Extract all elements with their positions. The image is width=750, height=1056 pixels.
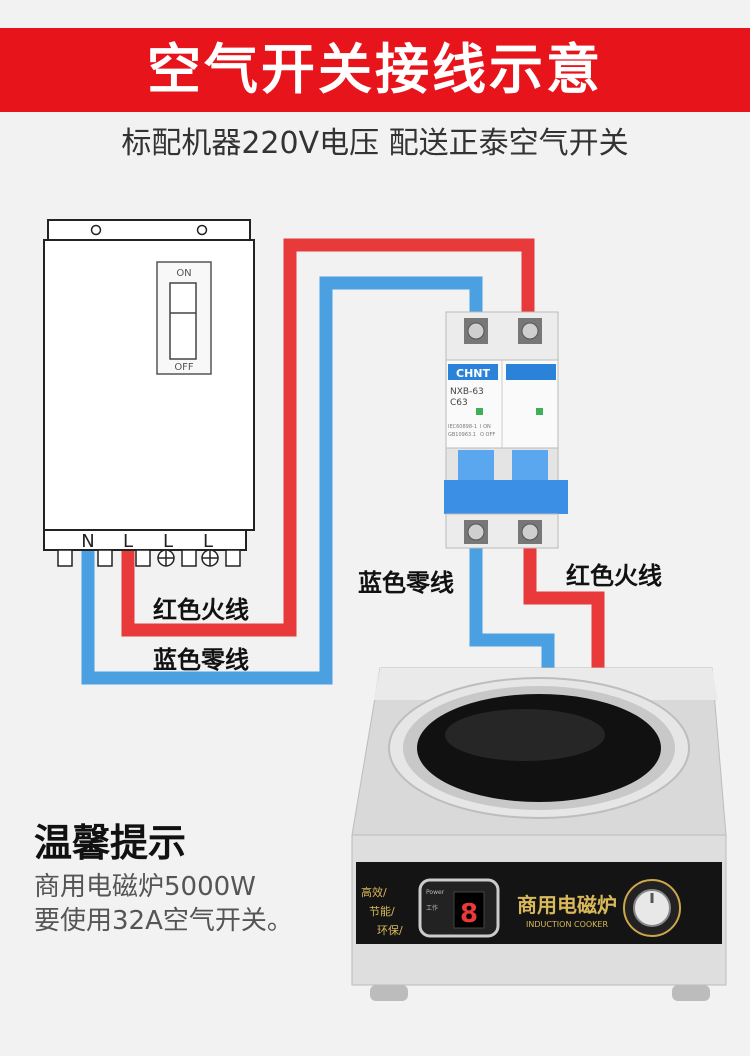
label-blue-wire-right: 蓝色零线 <box>358 569 454 597</box>
circuit-breaker: CHNT NXB-63 C63 IEC60898-1 GB10963.1 I O… <box>444 311 568 549</box>
label-red-wire-right: 红色火线 <box>566 562 662 590</box>
blue-wire-left <box>81 276 483 685</box>
breaker-model: NXB-63 <box>450 387 484 397</box>
induction-cooker: 高效/ 节能/ 环保/ 8 Power 工作 商用电磁炉 INDUCTION C… <box>351 667 727 1001</box>
label-blue-wire-left: 蓝色零线 <box>153 646 249 674</box>
terminal-l3: L <box>203 531 213 552</box>
red-wire-right <box>523 540 605 668</box>
side-label-2: 节能/ <box>369 904 395 918</box>
side-label-3: 环保/ <box>377 923 403 937</box>
distribution-box: N L L L ON OFF <box>43 219 255 567</box>
switch-off-label: OFF <box>174 362 194 373</box>
switch-on-label: ON <box>176 268 191 279</box>
breaker-brand: CHNT <box>456 367 490 380</box>
breaker-spec1: IEC60898-1 <box>448 424 477 430</box>
tip-line-1: 商用电磁炉5000W <box>34 872 256 902</box>
breaker-spec2: GB10963.1 <box>448 432 476 438</box>
terminal-l1: L <box>123 531 133 552</box>
terminal-l2: L <box>163 531 173 552</box>
cooker-brand-en: INDUCTION COOKER <box>526 920 608 929</box>
tip-title: 温馨提示 <box>34 821 187 865</box>
red-wire-left <box>121 238 535 637</box>
tip-line-2: 要使用32A空气开关。 <box>34 906 293 936</box>
breaker-rating: C63 <box>450 398 468 408</box>
breaker-toggle <box>444 480 568 514</box>
title-banner: 空气开关接线示意 <box>0 28 750 112</box>
breaker-on-label: I ON <box>480 424 491 430</box>
power-knob <box>633 889 671 927</box>
terminal-n: N <box>81 531 94 552</box>
blue-wire-right <box>469 540 555 668</box>
cooker-brand: 商用电磁炉 <box>517 893 617 917</box>
side-label-1: 高效/ <box>361 885 387 899</box>
label-red-wire-left: 红色火线 <box>153 596 249 624</box>
page-title: 空气开关接线示意 <box>147 38 603 101</box>
power-label: Power <box>426 889 445 896</box>
breaker-off-label: O OFF <box>480 432 495 438</box>
display-digit: 8 <box>460 899 478 929</box>
work-label: 工作 <box>426 904 438 912</box>
page-subtitle: 标配机器220V电压 配送正泰空气开关 <box>121 126 629 161</box>
